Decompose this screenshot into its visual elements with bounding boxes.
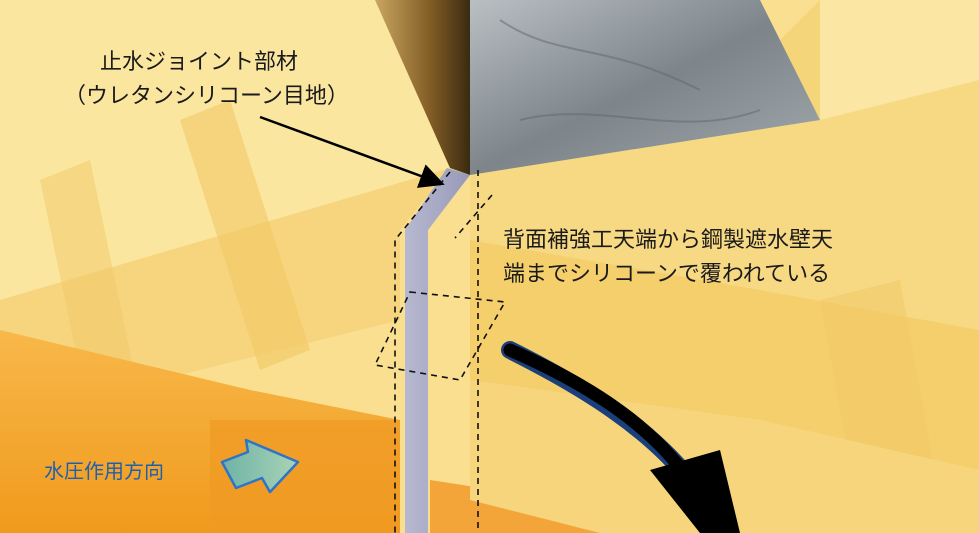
steel-wall — [375, 0, 470, 175]
coverage-note-line-2: 端までシリコーンで覆われている — [503, 262, 831, 287]
pressure-arrow-icon — [220, 438, 300, 494]
water-pressure-label: 水圧作用方向 — [44, 459, 164, 483]
coverage-note-line-1: 背面補強工天端から鋼製遮水壁天 — [503, 228, 834, 253]
joint-member — [405, 168, 470, 533]
concrete-wall — [470, 0, 820, 175]
lower-right-yellow — [470, 380, 979, 533]
joint-pointer-arrow — [259, 115, 445, 188]
rib-1 — [180, 100, 310, 370]
joint-member-subtitle: （ウレタンシリコーン目地） — [64, 84, 349, 109]
dashed-outline — [373, 170, 507, 533]
rib-2 — [40, 160, 140, 420]
curved-arrow-head — [650, 450, 740, 533]
upper-wall-right — [470, 80, 979, 330]
joint-member-title: 止水ジョイント部材 — [100, 50, 299, 75]
